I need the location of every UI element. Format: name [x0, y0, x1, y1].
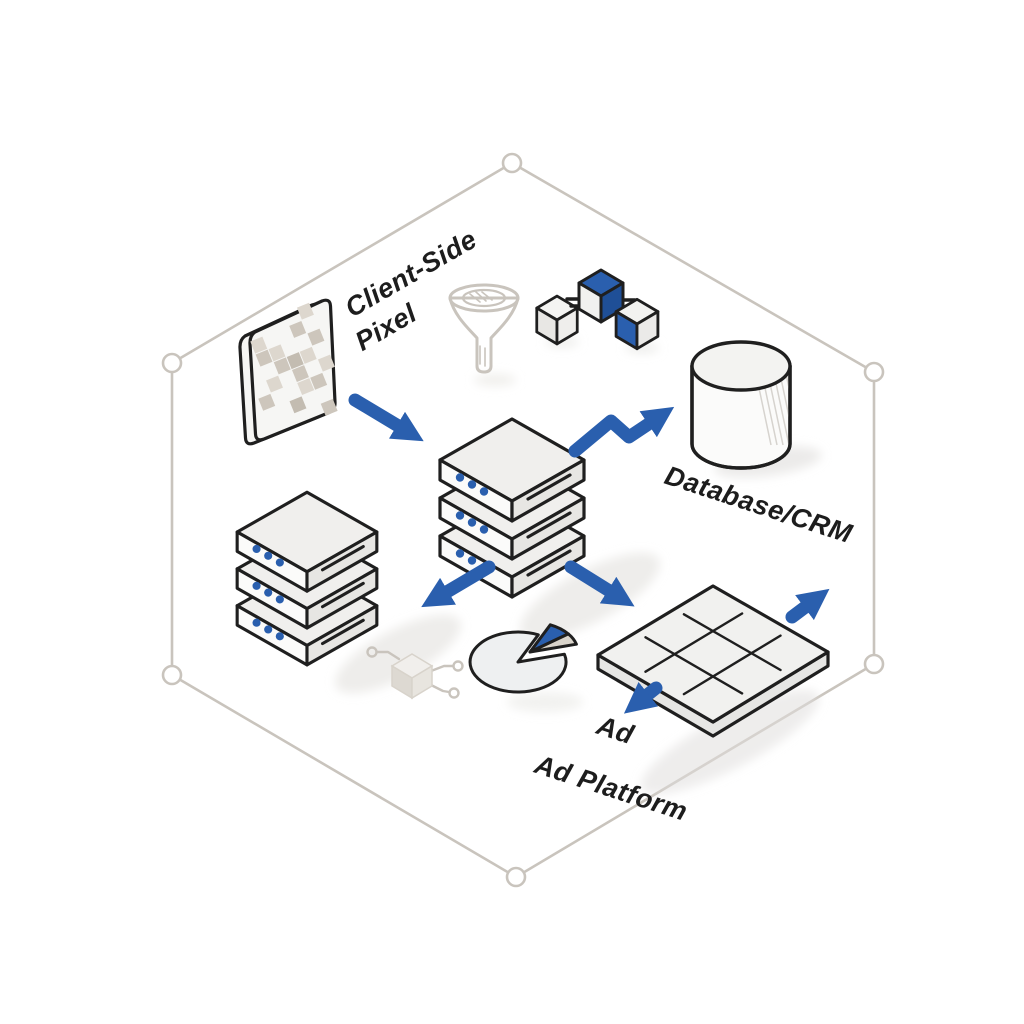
- arrow-servers-to-database: [568, 406, 675, 458]
- frame-vertex-upper-left: [161, 352, 183, 374]
- frame-vertex-bottom: [505, 866, 527, 888]
- frame-vertex-upper-right: [863, 361, 885, 383]
- pie-exploded-wedges: [528, 623, 578, 654]
- frame-vertex-lower-right: [863, 653, 885, 675]
- arrow-pixel-to-servers: [348, 393, 424, 442]
- cubes-icon: [535, 268, 660, 351]
- frame-vertex-top: [501, 152, 523, 174]
- ad-platform-label-line1: Ad: [592, 710, 637, 750]
- arrow-platform-out-right: [785, 588, 830, 624]
- arrow-servers-to-lower-left: [421, 560, 496, 608]
- chip-connector-icon: [366, 646, 464, 700]
- pie-chart-icon: [468, 623, 578, 694]
- cube-middle-blue: [565, 268, 637, 324]
- funnel-icon: [448, 283, 520, 374]
- frame-vertex-lower-left: [161, 664, 183, 686]
- platform-grid-lines: [644, 612, 782, 696]
- flow-arrows: [348, 393, 830, 714]
- funnel-hatching: [469, 291, 493, 367]
- database-cylinder-icon: [690, 340, 792, 470]
- cube-right: [614, 297, 660, 351]
- arrow-servers-to-platform: [564, 560, 635, 607]
- server-stack-center: [438, 417, 586, 599]
- pixel-mosaic: [250, 302, 338, 416]
- cube-left: [535, 294, 579, 346]
- pixel-board-icon: [238, 298, 338, 446]
- server-stack-left: [235, 490, 379, 667]
- hexagon-frame: [161, 152, 885, 888]
- arrow-platform-out-left: [623, 681, 663, 714]
